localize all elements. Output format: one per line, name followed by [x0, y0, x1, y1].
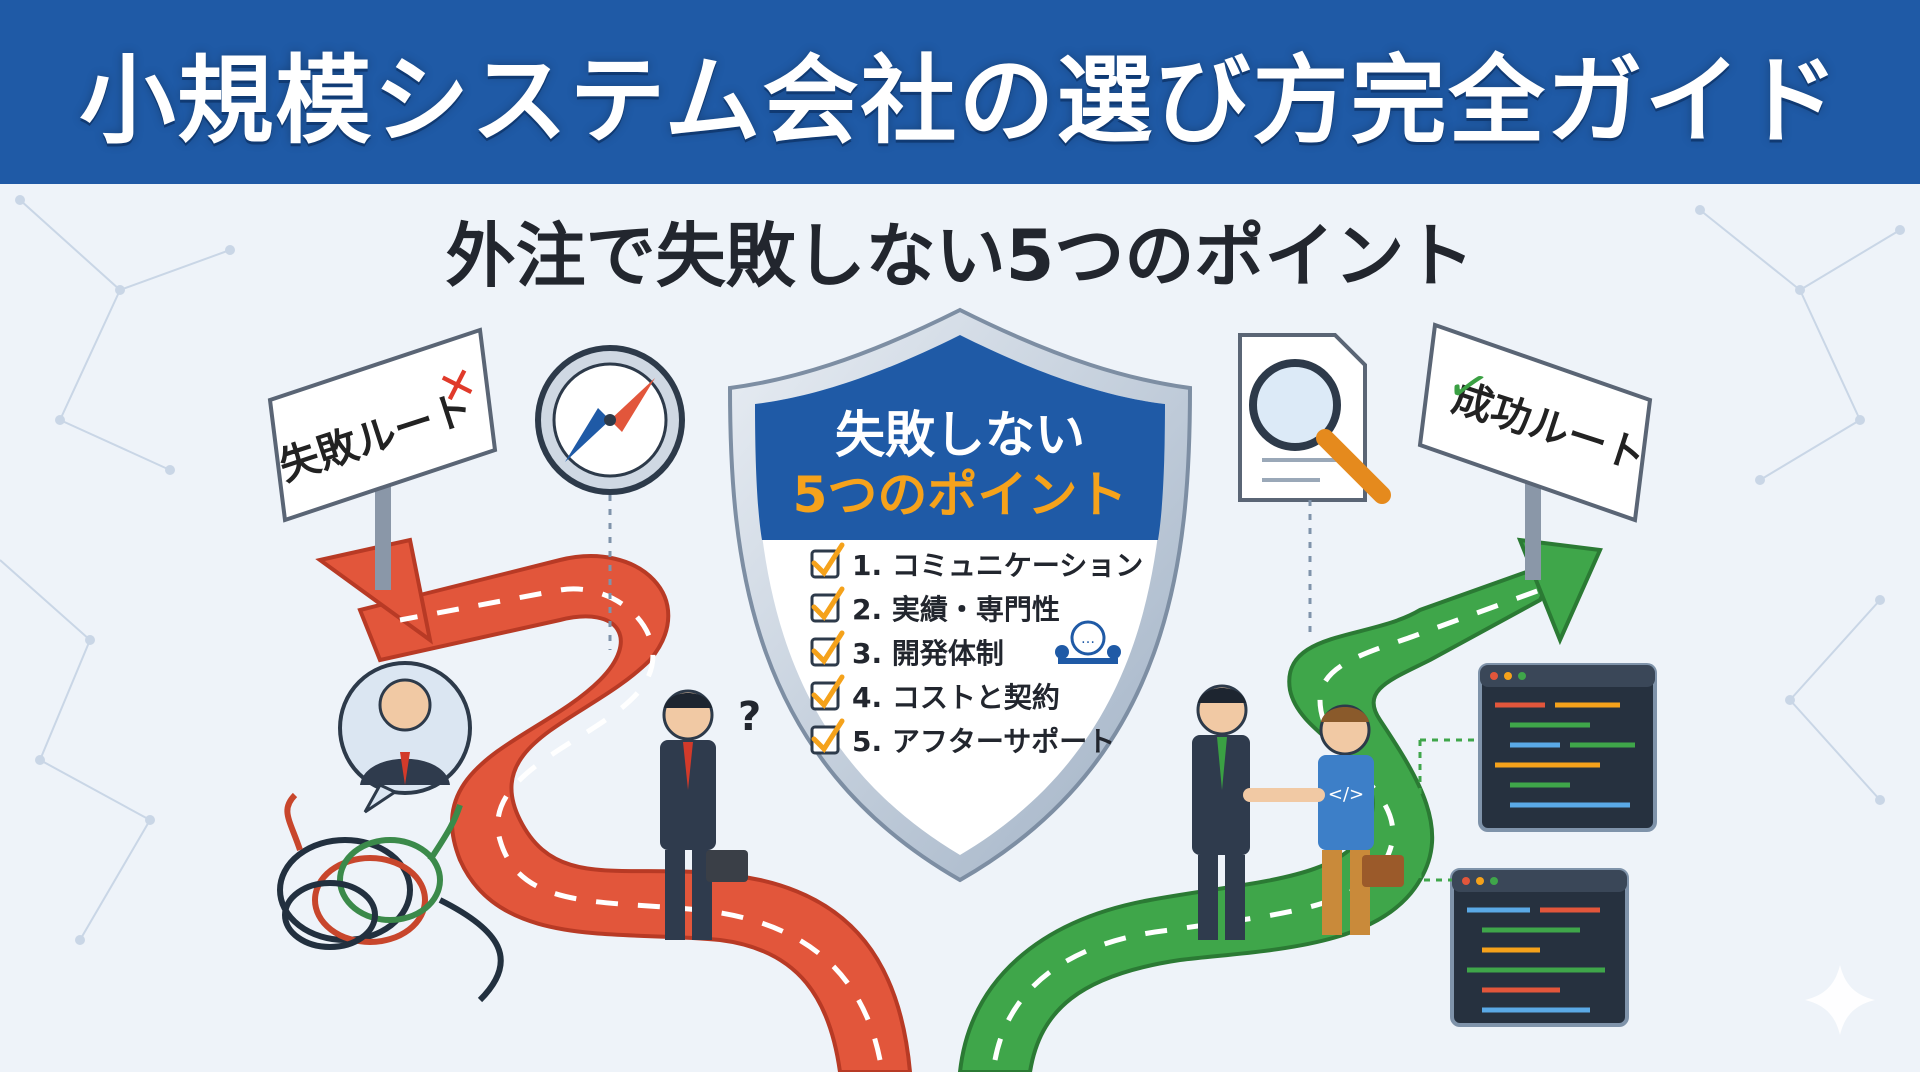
checklist-item-label: 1. コミュニケーション [852, 549, 1143, 582]
check-icon [811, 586, 845, 621]
checklist-item-label: 2. 実績・専門性 [852, 593, 1060, 626]
checklist-item-label: 4. コストと契約 [852, 681, 1060, 714]
avatar-icon [338, 661, 472, 814]
page-subtitle: 外注で失敗しない5つのポイント [445, 215, 1475, 297]
checklist-item: 4. コストと契約 [810, 674, 1060, 714]
checklist-item-label: 5. アフターサポート [852, 725, 1115, 758]
confused-question-mark: ? [738, 694, 761, 740]
confused-businessman: ? [660, 689, 761, 940]
shield-title-line1: 失敗しない [835, 406, 1085, 464]
points-checklist: 1. コミュニケーション 2. 実績・専門性 3. 開発体制 4. コストと契約 5. … [810, 542, 1143, 758]
compass-icon [535, 345, 685, 650]
handshake-pair: </> [1192, 684, 1404, 940]
success-sign: 成功ルート ✓ [1417, 322, 1653, 580]
shield-title-line2: 5つのポイント [793, 466, 1128, 524]
sparkle-icon [1805, 965, 1875, 1035]
magnifier-document-icon [1238, 333, 1391, 640]
check-icon [811, 718, 845, 753]
code-window-icon [1418, 663, 1657, 1027]
svg-text:…: … [1081, 631, 1095, 647]
chat-meeting-icon: … [1055, 620, 1121, 664]
checklist-item-label: 3. 開発体制 [852, 637, 1004, 670]
shield: 失敗しない 5つのポイント [727, 307, 1193, 883]
check-icon [811, 630, 845, 665]
fail-sign: 失敗ルート ✕ [267, 327, 498, 590]
svg-text:</>: </> [1328, 784, 1364, 805]
page-title: 小規模システム会社の選び方完全ガイド [79, 44, 1841, 157]
checklist-item: 2. 実績・専門性 [810, 586, 1060, 626]
header-banner: 小規模システム会社の選び方完全ガイド [0, 0, 1920, 184]
tangled-cables-icon [277, 792, 504, 1003]
check-icon [811, 542, 845, 577]
checklist-item: 1. コミュニケーション [810, 542, 1143, 582]
checklist-item: 5. アフターサポート [810, 718, 1115, 758]
check-icon [811, 674, 845, 709]
checklist-item: 3. 開発体制 [810, 630, 1004, 670]
